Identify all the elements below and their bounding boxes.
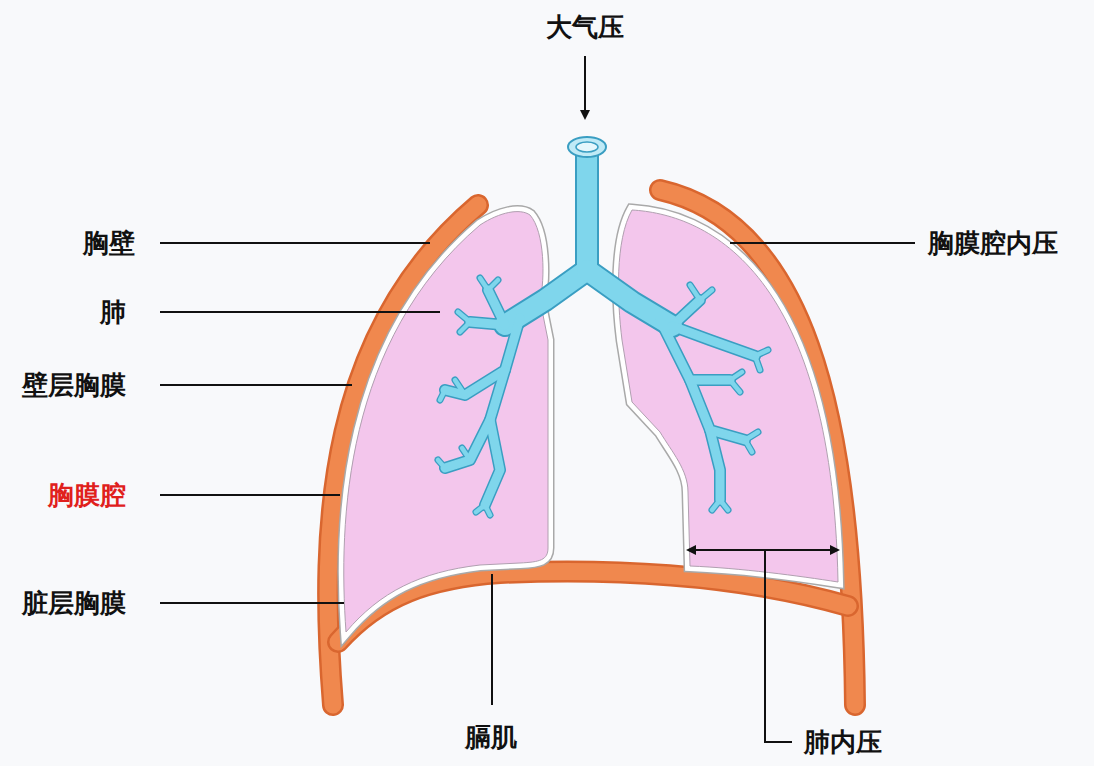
part-label: 胸膜腔内压	[928, 228, 1058, 258]
part-label: 肺	[100, 297, 126, 327]
part-label: 膈肌	[465, 722, 517, 752]
part-label: 脏层胸膜	[22, 588, 126, 618]
part-label: 胸壁	[83, 228, 135, 258]
part-label: 壁层胸膜	[22, 370, 126, 400]
part-label: 肺内压	[804, 727, 882, 757]
part-label: 大气压	[546, 12, 624, 42]
part-label: 胸膜腔	[48, 480, 126, 510]
